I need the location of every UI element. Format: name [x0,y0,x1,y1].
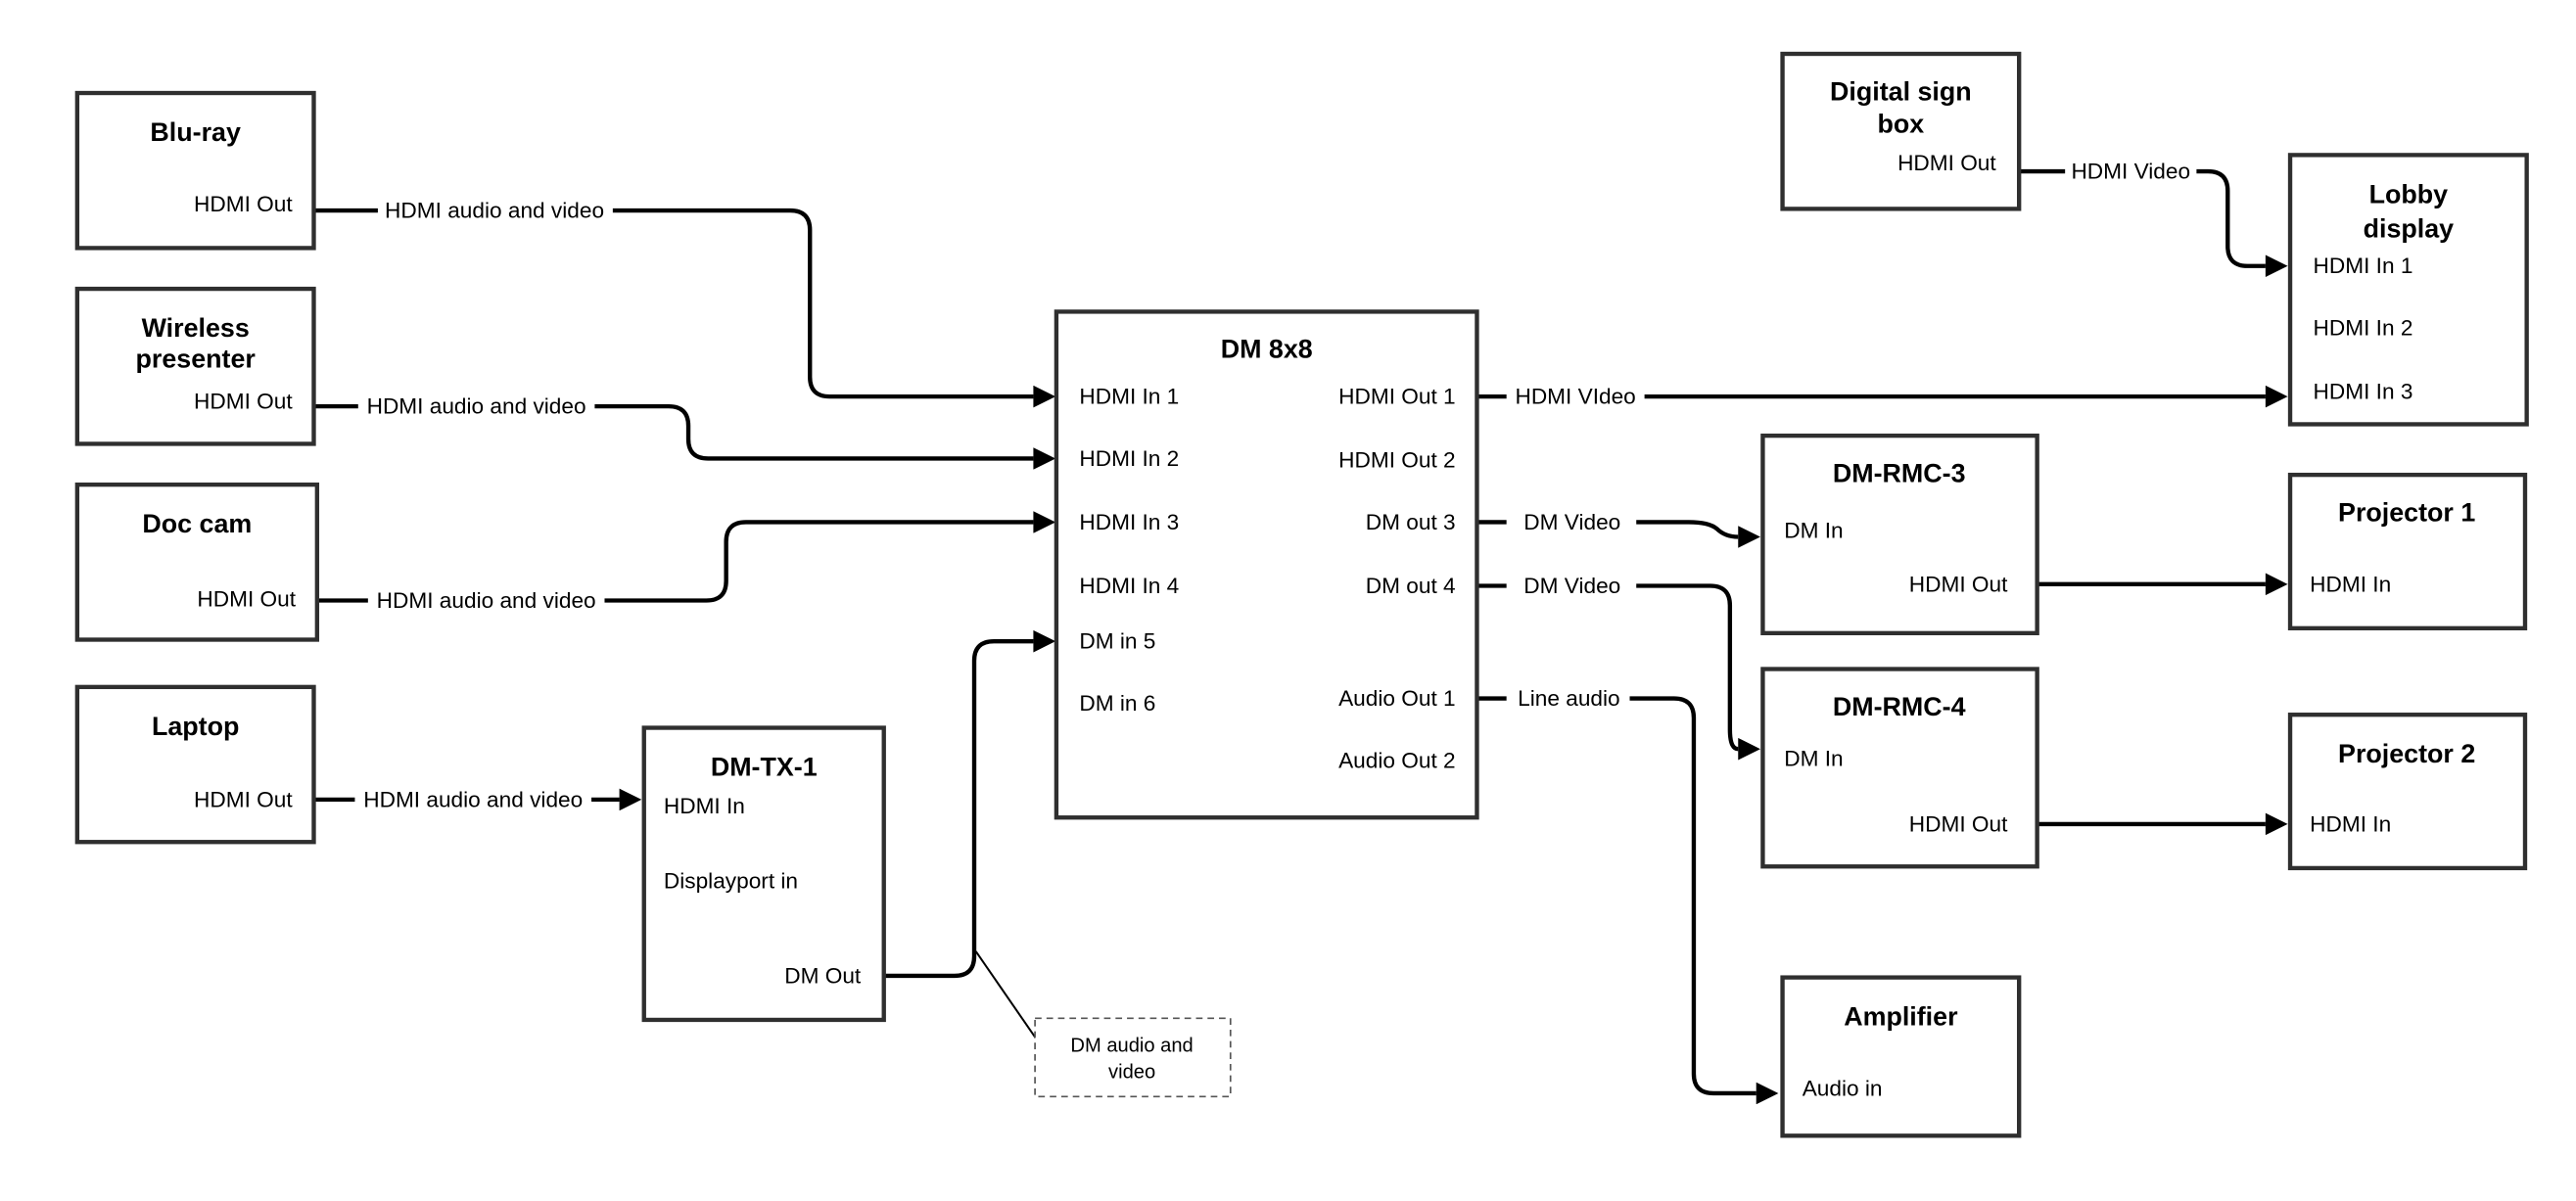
node-digital-sign-box-title1: Digital sign [1830,76,1972,106]
port-tx1-displayport-in: Displayport in [664,869,798,894]
port-dm8x8-hdmi-in-3: HDMI In 3 [1079,510,1179,534]
port-lobby-hdmi-in-3: HDMI In 3 [2314,380,2413,404]
node-dm-rmc-4-box [1760,667,2039,869]
port-bluray-hdmi-out: HDMI Out [194,192,293,216]
edge-label-wireless: HDMI audio and video [367,394,586,419]
node-projector-1-title: Projector 1 [2338,498,2475,528]
port-projector1-hdmi-in: HDMI In [2310,572,2391,596]
port-dm8x8-audio-out-1: Audio Out 1 [1338,686,1456,711]
node-laptop: Laptop HDMI Out [74,684,316,845]
edge-doccam-to-dm-in3-seg2 [604,511,1056,603]
edge-dm-out3-to-rmc3-seg2 [1636,520,1760,548]
port-tx1-hdmi-in: HDMI In [664,794,745,818]
node-dm-tx-1: DM-TX-1 HDMI In Displayport in DM Out [641,725,886,1023]
node-lobby-display-box [2287,153,2529,427]
node-wireless-presenter-title1: Wireless [142,313,250,343]
node-amplifier-title: Amplifier [1844,1002,1957,1032]
port-dm8x8-hdmi-in-4: HDMI In 4 [1079,574,1179,598]
callout-box [1034,1017,1232,1098]
node-lobby-display-title1: Lobby [2369,179,2449,208]
node-projector-1-box [2287,472,2528,631]
edge-label-dm-video-out3: DM Video [1523,510,1620,534]
node-dm-rmc-3-box [1760,433,2039,636]
edge-sign-to-lobby-seg2 [2196,168,2288,278]
port-dm8x8-hdmi-out-2: HDMI Out 2 [1338,448,1455,473]
port-lobby-hdmi-in-2: HDMI In 2 [2314,316,2413,341]
port-dm8x8-dm-in-6: DM in 6 [1079,691,1155,716]
port-dm8x8-dm-in-5: DM in 5 [1079,629,1155,654]
node-laptop-title: Laptop [152,712,239,741]
edge-audio-out1-to-amp-seg2 [1629,696,1779,1105]
node-projector-1: Projector 1 HDMI In [2287,472,2528,631]
edge-label-bluray: HDMI audio and video [385,199,604,223]
edges: HDMI audio and video HDMI audio and vide… [313,160,2288,1105]
port-amplifier-audio-in: Audio in [1803,1077,1883,1101]
callout-dm-audio-video: DM audio and video [974,950,1232,1098]
edge-tx1-to-dm-in5 [883,629,1056,979]
edge-label-line-audio: Line audio [1518,686,1619,711]
node-dm-8x8-title: DM 8x8 [1221,335,1313,364]
port-dm8x8-hdmi-in-1: HDMI In 1 [1079,385,1179,409]
port-rmc3-hdmi-out: HDMI Out [1909,572,2008,596]
node-digital-sign-box-title2: box [1878,110,1925,139]
edge-label-dm-video-out4: DM Video [1523,574,1620,598]
port-dm8x8-audio-out-2: Audio Out 2 [1338,748,1456,772]
node-dm-tx-1-title: DM-TX-1 [711,753,818,782]
node-dm-tx-1-box [641,725,886,1023]
node-dm-rmc-4: DM-RMC-4 DM In HDMI Out [1760,667,2039,869]
edge-label-hdmi-video-sign: HDMI Video [2071,160,2190,184]
port-wireless-hdmi-out: HDMI Out [194,390,293,414]
port-rmc4-hdmi-out: HDMI Out [1909,811,2008,836]
port-dm8x8-dm-out-4: DM out 4 [1366,574,1456,598]
node-doc-cam: Doc cam HDMI Out [74,482,320,642]
callout-text-line2: video [1108,1061,1155,1083]
port-sign-hdmi-out: HDMI Out [1897,151,1996,175]
edge-bluray-to-dm-in1-seg2 [612,208,1056,408]
edge-wireless-to-dm-in2-seg2 [594,403,1056,470]
node-projector-2-box [2287,713,2528,871]
node-projector-2: Projector 2 HDMI In [2287,713,2528,871]
node-lobby-display: Lobby display HDMI In 1 HDMI In 2 HDMI I… [2287,153,2529,427]
callout-leader-line [974,950,1038,1040]
port-doccam-hdmi-out: HDMI Out [197,586,296,611]
node-doc-cam-title: Doc cam [142,509,252,538]
node-wireless-presenter-title2: presenter [136,345,256,374]
port-laptop-hdmi-out: HDMI Out [194,787,293,811]
node-projector-2-title: Projector 2 [2338,739,2475,768]
edge-label-laptop: HDMI audio and video [363,787,583,811]
node-doc-cam-box [74,482,320,642]
port-lobby-hdmi-in-1: HDMI In 1 [2314,254,2413,278]
node-dm-rmc-3: DM-RMC-3 DM In HDMI Out [1760,433,2039,636]
node-laptop-box [74,684,316,845]
callout-text-line1: DM audio and [1070,1036,1193,1057]
node-dm-rmc-4-title: DM-RMC-4 [1833,692,1966,721]
edge-dm-out4-to-rmc4-seg2 [1636,583,1760,761]
port-dm8x8-hdmi-in-2: HDMI In 2 [1079,446,1179,471]
node-wireless-presenter: Wireless presenter HDMI Out [74,286,316,446]
node-dm-rmc-3-title: DM-RMC-3 [1833,459,1966,488]
port-dm8x8-dm-out-3: DM out 3 [1366,510,1456,534]
node-blu-ray-title: Blu-ray [150,117,241,147]
edge-label-hdmi-video-out1: HDMI VIdeo [1515,385,1635,409]
edge-label-doccam: HDMI audio and video [377,588,596,613]
node-dm-8x8-box [1054,309,1479,820]
node-amplifier-box [1780,975,2022,1138]
node-digital-sign-box: Digital sign box HDMI Out [1780,51,2022,211]
node-digital-sign-box-box [1780,51,2022,211]
port-dm8x8-hdmi-out-1: HDMI Out 1 [1338,385,1455,409]
node-blu-ray: Blu-ray HDMI Out [74,90,316,251]
node-dm-8x8: DM 8x8 HDMI In 1 HDMI In 2 HDMI In 3 HDM… [1054,309,1479,820]
node-blu-ray-box [74,90,316,251]
node-wireless-presenter-box [74,286,316,446]
node-lobby-display-title2: display [2364,213,2455,243]
port-projector2-hdmi-in: HDMI In [2310,811,2391,836]
port-rmc4-dm-in: DM In [1784,747,1843,771]
node-amplifier: Amplifier Audio in [1780,975,2022,1138]
port-rmc3-dm-in: DM In [1784,518,1843,542]
port-tx1-dm-out: DM Out [784,963,862,988]
